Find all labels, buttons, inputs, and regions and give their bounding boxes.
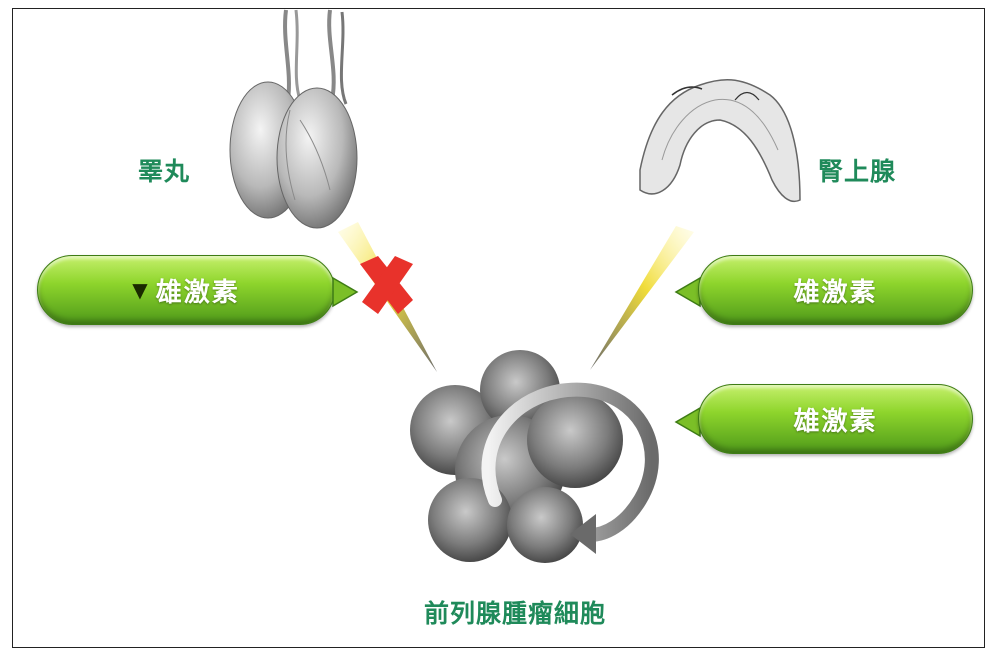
- decrease-triangle-icon: ▼: [132, 278, 149, 302]
- androgen-label-right-bottom: 雄激素: [793, 401, 877, 438]
- adrenal-label: 腎上腺: [818, 152, 896, 188]
- androgen-pill-left: ▼ 雄激素: [37, 255, 335, 325]
- androgen-label-left: 雄激素: [156, 272, 240, 309]
- tumor-label: 前列腺腫瘤細胞: [424, 594, 606, 630]
- androgen-label-right-top: 雄激素: [793, 272, 877, 309]
- adrenal-beam: [590, 226, 694, 370]
- testis-illustration: [230, 10, 357, 228]
- blocked-x-icon: [360, 256, 413, 314]
- androgen-pill-right-top: 雄激素: [698, 255, 973, 325]
- testis-label: 睪丸: [138, 152, 190, 188]
- androgen-pill-right-bottom: 雄激素: [698, 384, 973, 454]
- adrenal-illustration: [640, 80, 800, 202]
